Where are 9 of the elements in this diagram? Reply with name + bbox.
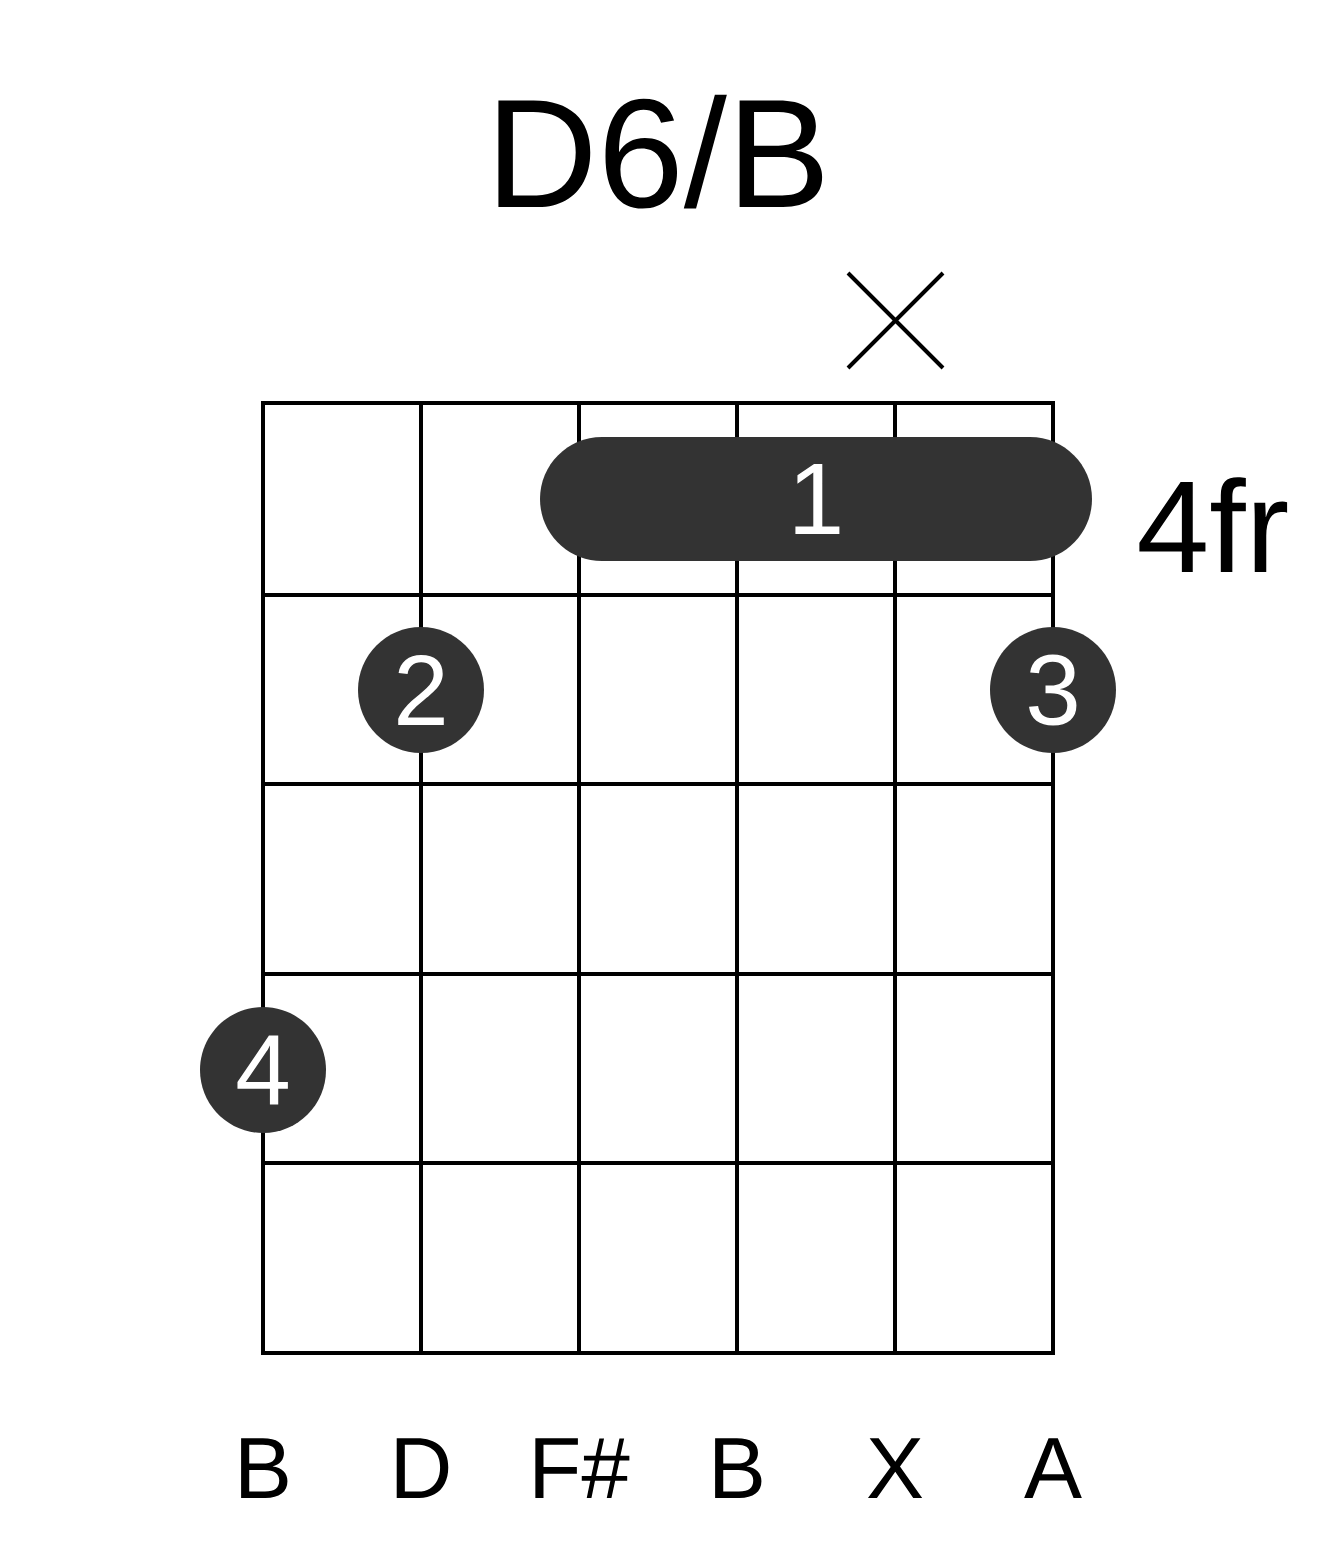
string-label: B xyxy=(715,1438,762,1498)
finger-barre: 1 xyxy=(540,437,1092,561)
string-label: X xyxy=(867,1438,923,1498)
string-label: B xyxy=(241,1438,288,1498)
string-label: A xyxy=(1024,1438,1082,1498)
string-label: D xyxy=(396,1438,449,1498)
fret-label: 4fr xyxy=(1139,477,1288,572)
string-label: F# xyxy=(535,1438,630,1498)
chord-title: D6/B xyxy=(498,94,823,209)
